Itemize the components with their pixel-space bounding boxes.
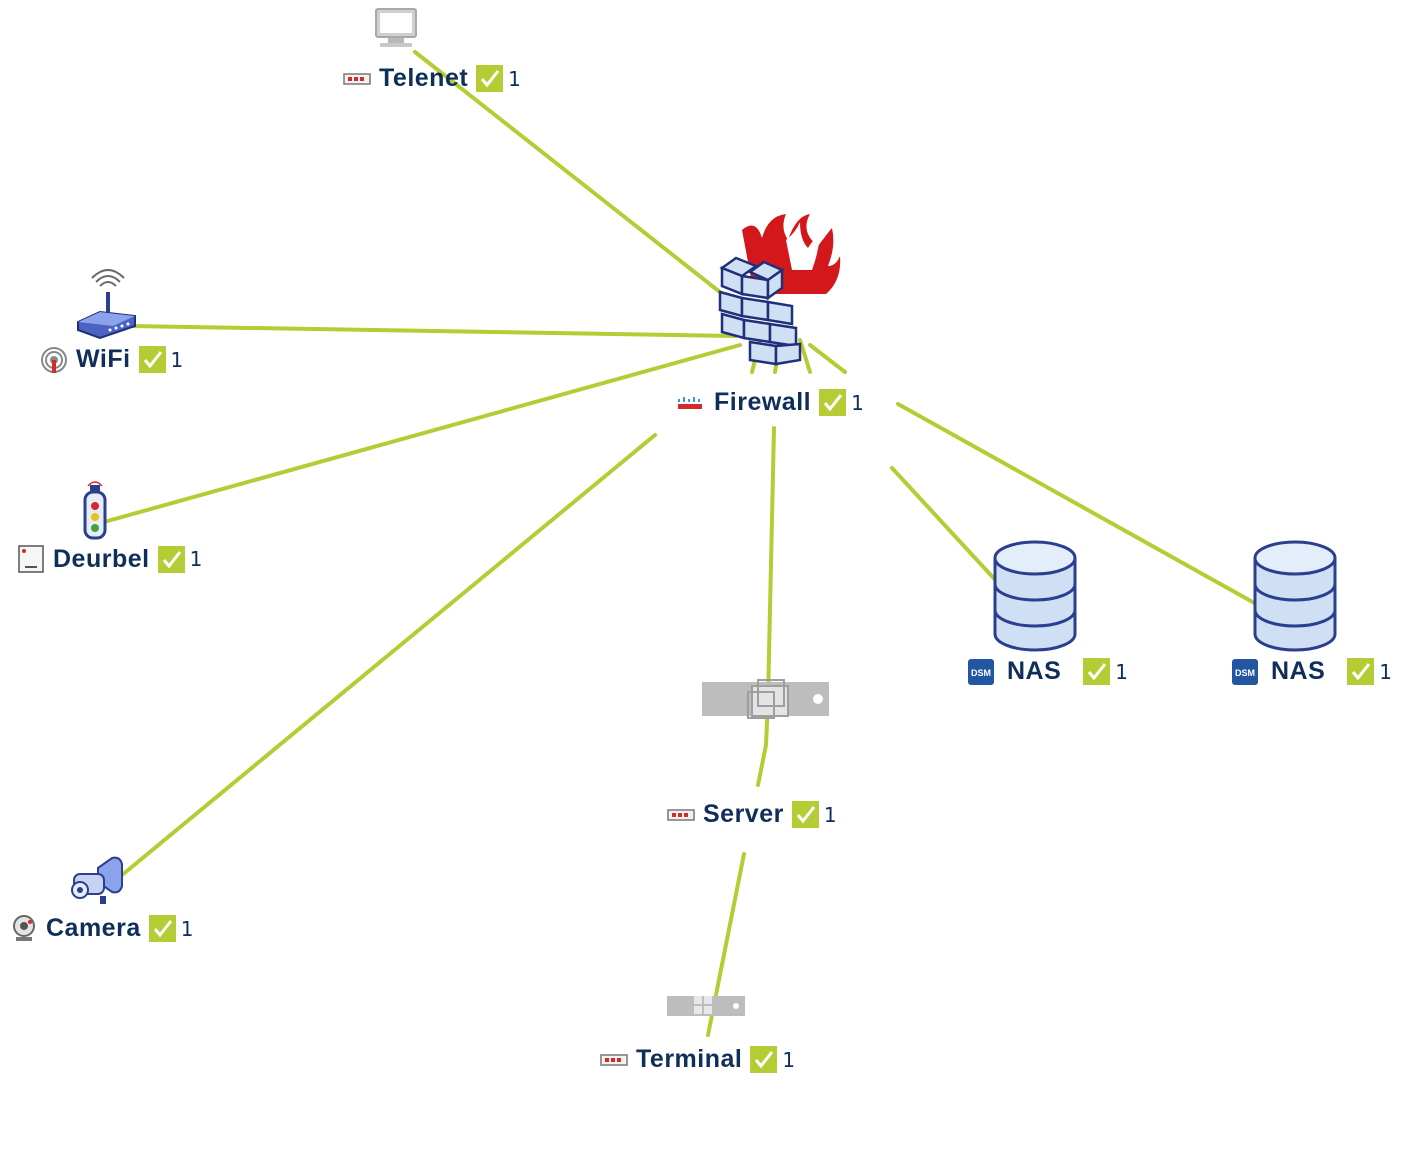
status-ok-icon [1347,658,1375,685]
node-count: 1 [851,390,864,415]
dsm-logo-icon: DSM [1232,658,1258,685]
node-server[interactable]: Server 1 [667,800,837,829]
node-count: 1 [189,547,203,571]
firewall-icon [718,214,841,366]
node-count: 1 [782,1047,796,1072]
node-name: Terminal [636,1045,743,1073]
link-firewall-nas2 [896,402,1260,607]
dsm-logo-icon: DSM [968,658,994,685]
cisco-logo-icon [678,396,702,409]
link-firewall-stub4 [808,343,847,374]
node-wifi[interactable]: WiFi 1 [40,345,183,374]
link-firewall-nas1 [890,466,1002,587]
node-terminal[interactable]: Terminal 1 [600,1045,795,1074]
svg-text:DSM: DSM [971,668,991,678]
device-status-icon [343,72,371,85]
node-name: Server [703,800,784,828]
node-telenet[interactable]: Telenet 1 [343,64,521,93]
monitor-icon [375,8,417,47]
status-ok-icon [791,801,819,828]
status-ok-icon [138,346,166,373]
node-name: NAS [1271,657,1326,685]
device-icon [18,545,44,573]
status-ok-icon [476,65,504,92]
node-deurbel[interactable]: Deurbel 1 [17,544,202,574]
status-ok-icon [1083,658,1111,685]
node-name: Camera [46,914,141,942]
wireless-icon [41,346,67,373]
camera-icon [71,856,123,904]
node-count: 1 [823,802,837,827]
svg-text:DSM: DSM [1235,668,1255,678]
node-name: WiFi [76,345,131,373]
status-ok-icon [750,1046,778,1073]
node-count: 1 [170,347,184,372]
database-icon [993,540,1077,652]
node-name: Telenet [379,64,469,92]
windows-server-icon [667,996,745,1016]
link-firewall-camera [114,433,657,882]
link-firewall-stub3 [798,338,812,374]
node-nas-2[interactable]: DSM NAS 1 [1231,657,1392,686]
node-name: NAS [1007,657,1062,685]
webcam-icon [13,914,35,941]
node-camera[interactable]: Camera 1 [10,914,193,943]
node-nas-1[interactable]: DSM NAS 1 [967,657,1128,686]
device-status-icon [600,1053,628,1066]
status-ok-icon [819,389,847,416]
status-ok-icon [148,915,176,942]
node-count: 1 [180,916,194,941]
node-name: Deurbel [53,544,150,573]
node-count: 1 [508,66,521,91]
status-ok-icon [157,545,185,573]
doorbell-icon [83,481,107,540]
node-count: 1 [1379,659,1393,684]
node-firewall[interactable]: Firewall 1 [676,388,864,417]
node-name: Firewall [714,388,812,416]
link-firewall-wifi [128,324,737,338]
server-icon [702,679,829,719]
node-count: 1 [1115,659,1129,684]
router-icon [77,269,136,340]
device-status-icon [667,808,695,821]
link-firewall-telenet [413,50,732,302]
database-icon [1253,540,1337,652]
link-firewall-deurbel [102,343,742,524]
link-firewall-server [756,426,776,787]
